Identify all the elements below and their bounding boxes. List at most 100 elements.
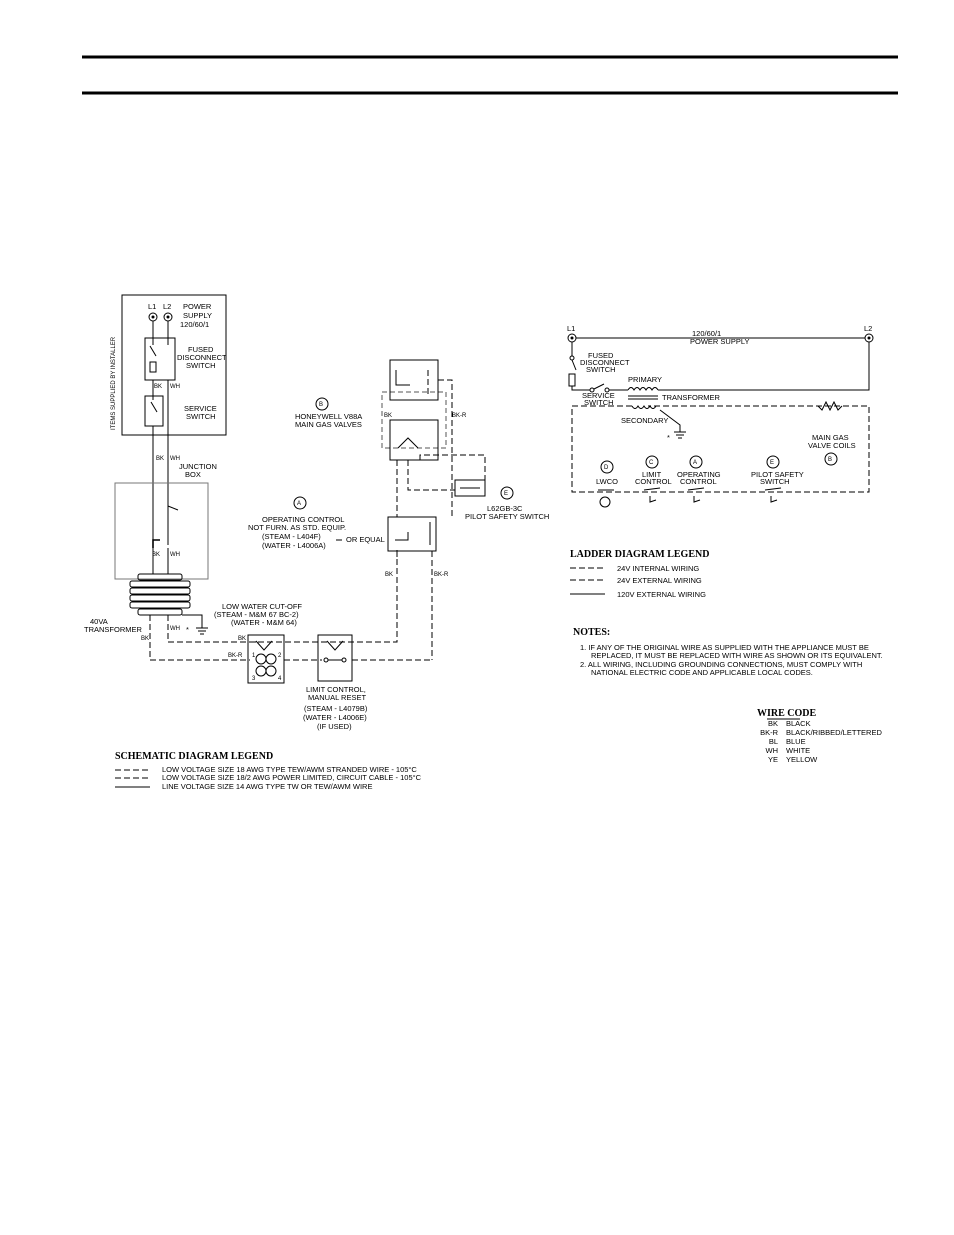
ladder-legend-title: LADDER DIAGRAM LEGEND <box>570 549 709 560</box>
operating-contact-left <box>395 532 409 541</box>
lwco-terminal-3 <box>255 665 267 677</box>
gas-valve-upper <box>389 359 439 401</box>
ladder-pilot-switch <box>764 487 782 491</box>
ladder-legend: LADDER DIAGRAM LEGEND 24V INTERNAL WIRIN… <box>570 549 709 599</box>
items-supplied-label: ITEMS SUPPLIED BY INSTALLER <box>111 336 117 430</box>
junction-bk-connector <box>152 539 160 548</box>
limit-control-box <box>317 634 353 682</box>
wire-valve-pilot <box>407 460 455 491</box>
wire-label-bkr-3: BK-R <box>452 413 467 419</box>
ladder-wire-primary-out <box>658 342 870 391</box>
gas-valves-tag <box>315 397 329 411</box>
fused-disconnect-box <box>144 337 176 381</box>
service-label-1: SERVICE <box>184 404 217 413</box>
wire-code-code-4: WH <box>766 746 779 755</box>
ladder-l2-dot <box>867 336 871 340</box>
limit-label-4: (WATER - L4006E) <box>303 713 367 722</box>
operating-label-2: NOT FURN. AS STD. EQUIP. <box>248 523 346 532</box>
lwco-term-label-3: 3 <box>252 676 256 682</box>
ladder-ground-icon <box>674 431 686 439</box>
wire-code-code-5: YE <box>768 755 778 764</box>
ladder-pilot-actuator <box>770 496 778 503</box>
ladder-operating-label-2: CONTROL <box>680 477 717 486</box>
ladder-limit-actuator <box>649 496 657 503</box>
power-supply-label-3: 120/60/1 <box>180 320 209 329</box>
wire-code-table: WIRE CODE BK BLACK BK-R BLACK/RIBBED/LET… <box>757 708 882 764</box>
power-supply-label-2: SUPPLY <box>183 311 212 320</box>
notes-title: NOTES: <box>573 627 610 638</box>
wire-code-name-5: YELLOW <box>786 755 818 764</box>
installer-supplied-box <box>121 294 227 436</box>
lwco-box <box>247 634 285 684</box>
upper-valve-contact <box>395 370 410 386</box>
lower-valve-contact <box>397 437 419 449</box>
ladder-operating-tag-letter: A <box>693 460 697 466</box>
lwco-label-1: LOW WATER CUT-OFF <box>222 602 302 611</box>
limit-label-2: MANUAL RESET <box>308 693 366 702</box>
schematic-diagram: ITEMS SUPPLIED BY INSTALLER L1 L2 POWER … <box>84 294 549 731</box>
ladder-fused-label-2: DISCONNECT <box>580 358 630 367</box>
schematic-legend: SCHEMATIC DIAGRAM LEGEND LOW VOLTAGE SIZ… <box>115 751 422 791</box>
ladder-limit-tag <box>645 455 659 469</box>
junction-box <box>114 482 209 580</box>
service-label-2: SWITCH <box>186 412 216 421</box>
ground-icon <box>196 627 208 635</box>
fuse-icon <box>149 361 157 373</box>
wire-label-bkr-2: BK-R <box>434 572 449 578</box>
ladder-limit-label-2: CONTROL <box>635 477 672 486</box>
ladder-main-gas-label-2: VALVE COILS <box>808 441 856 450</box>
schematic-legend-item-2: LOW VOLTAGE SIZE 18/2 AWG POWER LIMITED,… <box>162 773 422 782</box>
operating-control-tag <box>293 496 307 510</box>
gas-valves-label-1: HONEYWELL V88A <box>295 412 362 421</box>
ladder-diagram: L1 L2 120/60/1 POWER SUPPLY FUSED DISCON… <box>567 324 874 508</box>
ladder-fused-label-1: FUSED <box>588 351 614 360</box>
ladder-service-contact-a <box>589 387 595 393</box>
ladder-pilot-tag <box>766 455 780 469</box>
wire-code-title: WIRE CODE <box>757 708 817 719</box>
wire-label-wh-4: WH <box>170 626 180 632</box>
wire-label-bk-1: BK <box>154 384 162 390</box>
lwco-float-mark <box>255 640 273 651</box>
ladder-lwco-tag <box>600 460 614 474</box>
ground-asterisk: * <box>186 625 189 634</box>
pilot-safety-tag <box>500 486 514 500</box>
wire-label-wh-2: WH <box>170 456 180 462</box>
l1-terminal-dot <box>151 315 155 319</box>
lwco-term-label-1: 1 <box>252 653 256 659</box>
ladder-pilot-label-2: SWITCH <box>760 477 790 486</box>
limit-label-3: (STEAM - L4079B) <box>304 704 368 713</box>
junction-wh-connector <box>167 505 179 518</box>
limit-label-5: (IF USED) <box>317 722 352 731</box>
wire-code-name-4: WHITE <box>786 746 810 755</box>
ladder-gas-valve-coils <box>817 400 843 412</box>
gas-valve-lower <box>389 419 439 461</box>
transformer-label-1: 40VA <box>90 617 108 626</box>
ladder-legend-item-3: 120V EXTERNAL WIRING <box>617 590 706 599</box>
ladder-operating-actuator <box>693 496 701 503</box>
ladder-power-label-2: POWER SUPPLY <box>690 337 749 346</box>
wire-code-code-3: BL <box>769 737 778 746</box>
ladder-secondary-label: SECONDARY <box>621 416 668 425</box>
lwco-term-label-2: 2 <box>278 653 282 659</box>
wire-label-bk-2: BK <box>156 456 164 462</box>
operating-label-1: OPERATING CONTROL <box>262 515 344 524</box>
transformer-label-2: TRANSFORMER <box>84 625 143 634</box>
ladder-main-gas-tag <box>824 452 838 466</box>
notes-line-4: NATIONAL ELECTRIC CODE AND APPLICABLE LO… <box>591 668 813 677</box>
wire-label-bkr-1: BK-R <box>228 653 243 659</box>
wire-code-code-2: BK-R <box>760 728 779 737</box>
schematic-legend-item-3: LINE VOLTAGE SIZE 14 AWG TYPE TW OR TEW/… <box>162 782 372 791</box>
wire-code-name-2: BLACK/RIBBED/LETTERED <box>786 728 882 737</box>
lwco-terminal-4 <box>265 665 277 677</box>
junction-label-1: JUNCTION <box>179 462 217 471</box>
ladder-l1-dot <box>570 336 574 340</box>
ladder-pilot-tag-letter: E <box>770 460 774 466</box>
ladder-operating-tag <box>689 455 703 469</box>
ladder-operating-switch <box>687 487 705 491</box>
fused-label-3: SWITCH <box>186 361 216 370</box>
ladder-primary-label: PRIMARY <box>628 375 662 384</box>
wire-code-name-1: BLACK <box>786 719 811 728</box>
pilot-safety-switch-box <box>454 479 486 497</box>
notes-line-3: 2. ALL WIRING, INCLUDING GROUNDING CONNE… <box>580 660 862 669</box>
ladder-24v-loop <box>571 405 870 493</box>
